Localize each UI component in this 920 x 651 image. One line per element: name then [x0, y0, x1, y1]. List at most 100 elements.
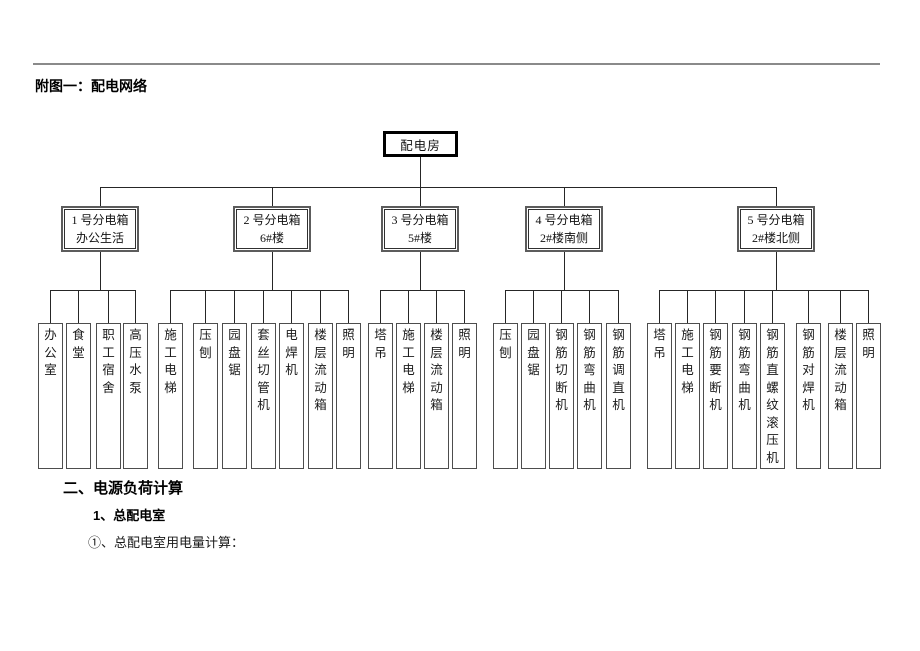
leaf-drop-line — [808, 290, 809, 323]
leaf-label: 钢筋对焊机 — [802, 328, 815, 412]
leaf-drop-line — [205, 290, 206, 323]
leaf-box: 压刨 — [493, 323, 518, 469]
group-bus-line — [50, 290, 136, 291]
distribution-box-line1: 5 号分电箱 — [747, 213, 805, 227]
leaf-label: 照明 — [458, 328, 471, 360]
leaf-box: 楼层流动箱 — [308, 323, 333, 469]
leaf-drop-line — [868, 290, 869, 323]
leaf-label: 照明 — [342, 328, 355, 360]
distribution-box-line1: 1 号分电箱 — [71, 213, 129, 227]
leaf-box: 照明 — [336, 323, 361, 469]
sub-heading: 1、总配电室 — [93, 508, 166, 523]
leaf-drop-line — [291, 290, 292, 323]
leaf-drop-line — [380, 290, 381, 323]
distribution-box-line2: 办公生活 — [75, 231, 124, 245]
leaf-box: 压刨 — [193, 323, 218, 469]
leaf-box: 楼层流动箱 — [424, 323, 449, 469]
root-node: 配电房 — [383, 131, 458, 157]
leaf-box: 钢筋对焊机 — [796, 323, 821, 469]
leaf-drop-line — [772, 290, 773, 323]
leaf-label: 施工电梯 — [402, 328, 415, 395]
group-riser-line — [775, 187, 777, 206]
distribution-box-line1: 4 号分电箱 — [535, 213, 593, 227]
leaf-drop-line — [78, 290, 79, 323]
leaf-label: 楼层流动箱 — [314, 328, 327, 412]
leaf-drop-line — [589, 290, 590, 323]
leaf-box: 园盘锯 — [521, 323, 546, 469]
leaf-box: 高压水泵 — [123, 323, 148, 469]
leaf-drop-line — [715, 290, 716, 323]
distribution-box-label: 5 号分电箱 2#楼北侧 — [740, 209, 812, 249]
leaf-box: 照明 — [452, 323, 477, 469]
leaf-label: 钢筋调直机 — [612, 328, 625, 412]
leaf-drop-line — [464, 290, 465, 323]
leaf-drop-line — [408, 290, 409, 323]
leaf-box: 施工电梯 — [396, 323, 421, 469]
leaf-box: 电焊机 — [279, 323, 304, 469]
leaf-box: 钢筋弯曲机 — [732, 323, 757, 469]
leaf-label: 楼层流动箱 — [834, 328, 847, 412]
leaf-label: 园盘锯 — [527, 328, 540, 377]
leaf-drop-line — [687, 290, 688, 323]
group-riser-line — [563, 187, 565, 206]
leaf-label: 钢筋切断机 — [555, 328, 568, 412]
leaf-box: 办公室 — [38, 323, 63, 469]
leaf-label: 食堂 — [72, 328, 85, 360]
distribution-box-line1: 2 号分电箱 — [243, 213, 301, 227]
distribution-box: 5 号分电箱 2#楼北侧 — [737, 206, 815, 252]
leaf-box: 钢筋要断机 — [703, 323, 728, 469]
leaf-box: 钢筋调直机 — [606, 323, 631, 469]
leaf-box: 钢筋直螺纹滚压机 — [760, 323, 785, 469]
main-bus-line — [100, 187, 776, 188]
root-stem-line — [420, 157, 421, 187]
leaf-label: 压刨 — [499, 328, 512, 360]
leaf-drop-line — [561, 290, 562, 323]
group-stem-line — [99, 252, 101, 290]
leaf-drop-line — [234, 290, 235, 323]
leaf-drop-line — [135, 290, 136, 323]
leaf-drop-line — [348, 290, 349, 323]
group-bus-line — [505, 290, 619, 291]
leaf-drop-line — [659, 290, 660, 323]
leaf-label: 办公室 — [44, 328, 57, 377]
leaf-label: 钢筋弯曲机 — [583, 328, 596, 412]
group-riser-line — [419, 187, 421, 206]
leaf-label: 钢筋直螺纹滚压机 — [766, 328, 779, 465]
sub-item-text: ①、总配电室用电量计算： — [88, 535, 245, 550]
distribution-box-line2: 5#楼 — [407, 231, 432, 245]
leaf-drop-line — [320, 290, 321, 323]
leaf-drop-line — [170, 290, 171, 323]
leaf-box: 楼层流动箱 — [828, 323, 853, 469]
leaf-drop-line — [618, 290, 619, 323]
leaf-drop-line — [840, 290, 841, 323]
leaf-box: 钢筋弯曲机 — [577, 323, 602, 469]
section-heading: 二、电源负荷计算 — [63, 480, 184, 497]
group-riser-line — [99, 187, 101, 206]
leaf-drop-line — [744, 290, 745, 323]
leaf-box: 塔吊 — [647, 323, 672, 469]
header-rule — [33, 63, 880, 65]
leaf-label: 照明 — [862, 328, 875, 360]
leaf-label: 电焊机 — [285, 328, 298, 377]
group-bus-line — [659, 290, 869, 291]
leaf-drop-line — [263, 290, 264, 323]
leaf-box: 施工电梯 — [675, 323, 700, 469]
leaf-label: 钢筋弯曲机 — [738, 328, 751, 412]
leaf-drop-line — [533, 290, 534, 323]
leaf-drop-line — [108, 290, 109, 323]
leaf-label: 楼层流动箱 — [430, 328, 443, 412]
distribution-box: 1 号分电箱办公生活 — [61, 206, 139, 252]
group-bus-line — [380, 290, 465, 291]
leaf-box: 施工电梯 — [158, 323, 183, 469]
distribution-box-line2: 2#楼北侧 — [751, 231, 800, 245]
leaf-label: 塔吊 — [374, 328, 387, 360]
leaf-label: 施工电梯 — [164, 328, 177, 395]
leaf-box: 照明 — [856, 323, 881, 469]
